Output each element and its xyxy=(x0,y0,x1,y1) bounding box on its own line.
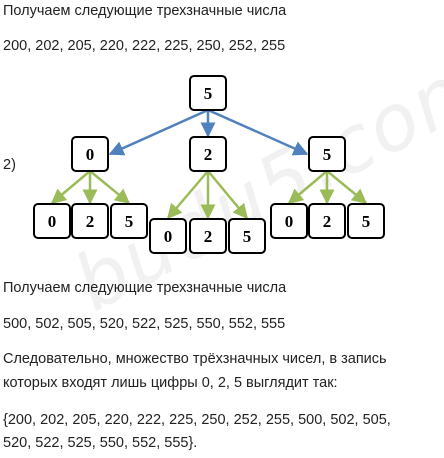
tree-level2-node-label: 0 xyxy=(86,145,95,164)
edge-1-to-2 xyxy=(207,170,248,220)
tree-root-node-label: 5 xyxy=(204,84,213,103)
tree-root-node-box xyxy=(189,75,227,111)
tree-leaf-node-box xyxy=(189,218,227,254)
tree-leaf-node-label: 0 xyxy=(285,212,294,231)
tree-leaf-node: 0 xyxy=(270,203,308,239)
tree-leaf-node: 2 xyxy=(71,203,109,239)
result-intro-2: Получаем следующие трехзначные числа xyxy=(3,280,287,296)
tree-leaf-node-box xyxy=(308,203,346,239)
tree-leaf-node-label: 2 xyxy=(323,212,332,231)
tree-leaf-node-label: 0 xyxy=(164,227,173,246)
tree-leaf-node-box xyxy=(228,218,266,254)
conclusion-line-1: Следовательно, множество трёхзначных чис… xyxy=(3,351,387,367)
tree-leaf-node-box xyxy=(347,203,385,239)
tree-leaf-node-box xyxy=(149,218,187,254)
tree-level2-node-box xyxy=(71,136,109,172)
tree-leaf-node-label: 2 xyxy=(204,227,213,246)
part-label: 2) xyxy=(3,157,16,173)
tree-root-node: 5 xyxy=(189,75,227,111)
set-line-1: {200, 202, 205, 220, 222, 225, 250, 252,… xyxy=(3,412,391,428)
tree-level2-node: 2 xyxy=(189,136,227,172)
edge-0-to-0 xyxy=(50,170,91,204)
tree-level2-node-box xyxy=(308,136,346,172)
tree-leaf-node: 2 xyxy=(189,218,227,254)
tree-leaf-node-label: 2 xyxy=(86,212,95,231)
edge-root-to-0 xyxy=(108,108,209,156)
result-intro-1: Получаем следующие трехзначные числа xyxy=(3,3,287,19)
tree-leaf-node: 0 xyxy=(149,218,187,254)
tree-level2-node-label: 2 xyxy=(204,145,213,164)
edge-2-to-2 xyxy=(326,170,368,204)
edge-root-to-2 xyxy=(207,108,309,156)
tree-leaf-node-box xyxy=(71,203,109,239)
tree-level2-node-box xyxy=(189,136,227,172)
tree-leaf-node: 0 xyxy=(33,203,71,239)
edge-0-to-2 xyxy=(89,170,131,204)
tree-leaf-node: 5 xyxy=(228,218,266,254)
set-line-2: 520, 522, 525, 550, 552, 555}. xyxy=(3,435,198,451)
tree-diagram: 5 0 2 5 0 2 5 0 2 5 0 2 5 xyxy=(33,75,385,254)
tree-level2-node-label: 5 xyxy=(323,145,332,164)
tree-leaf-node-box xyxy=(270,203,308,239)
numbers-list-2: 500, 502, 505, 520, 522, 525, 550, 552, … xyxy=(3,316,286,332)
tree-leaf-node: 2 xyxy=(308,203,346,239)
tree-leaf-node-label: 0 xyxy=(48,212,57,231)
tree-leaf-node-label: 5 xyxy=(362,212,371,231)
tree-leaf-node-label: 5 xyxy=(125,212,134,231)
tree-leaf-node: 5 xyxy=(347,203,385,239)
tree-leaf-node-box xyxy=(110,203,148,239)
tree-level2-node: 0 xyxy=(71,136,109,172)
tree-leaf-node: 5 xyxy=(110,203,148,239)
edge-2-to-0 xyxy=(287,170,328,204)
edge-1-to-0 xyxy=(167,170,209,220)
conclusion-line-2: которых входят лишь цифры 0, 2, 5 выгляд… xyxy=(3,375,338,391)
tree-level2-node: 5 xyxy=(308,136,346,172)
numbers-list-1: 200, 202, 205, 220, 222, 225, 250, 252, … xyxy=(3,38,286,54)
tree-leaf-node-box xyxy=(33,203,71,239)
tree-leaf-node-label: 5 xyxy=(243,227,252,246)
